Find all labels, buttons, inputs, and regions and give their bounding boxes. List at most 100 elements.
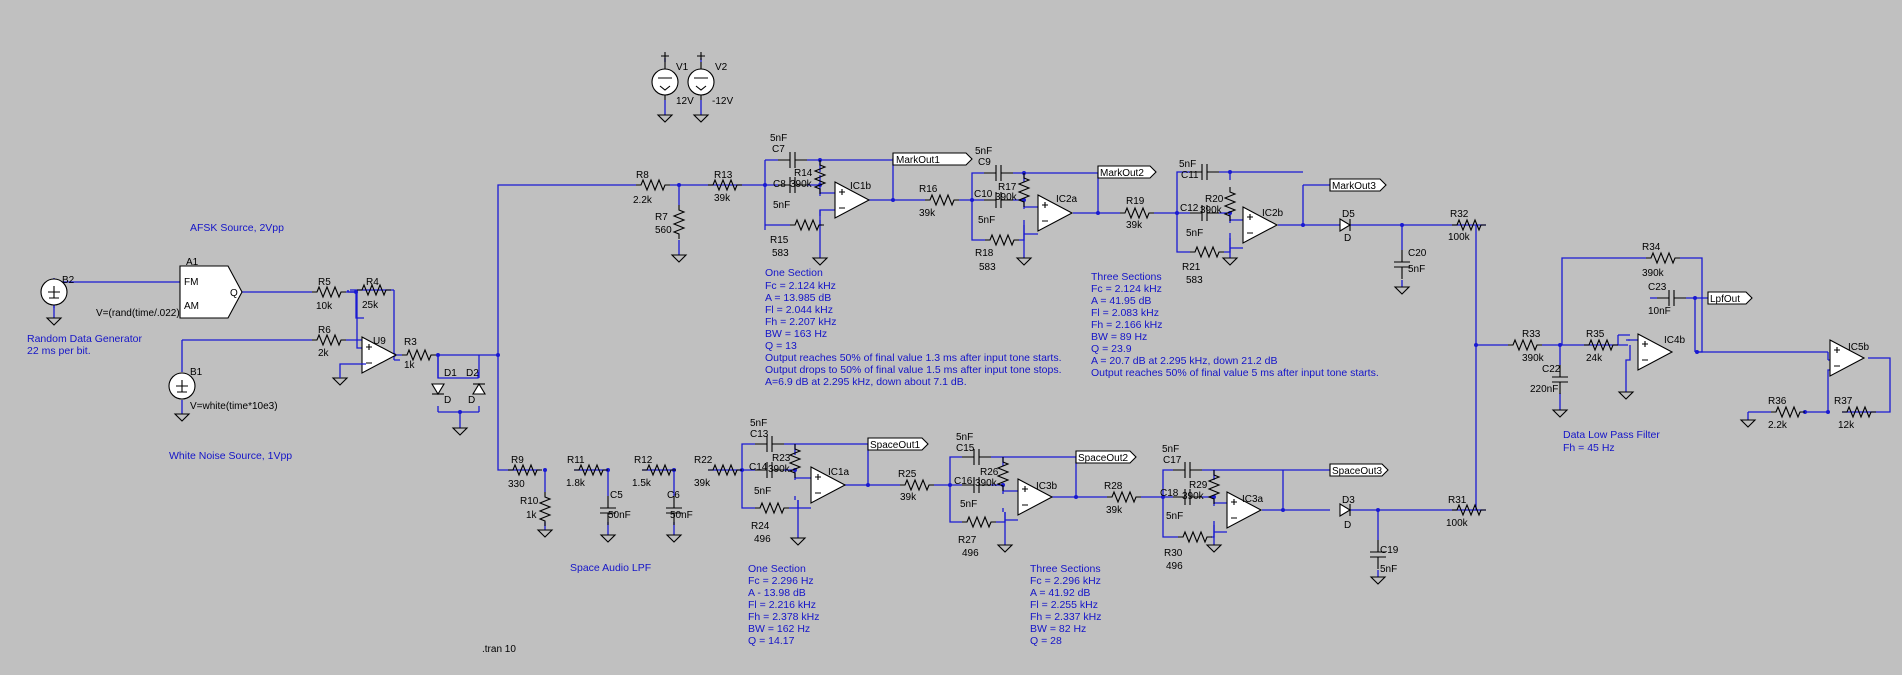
svg-text:C23: C23	[1648, 282, 1667, 293]
r17[interactable]: R17 390k	[995, 172, 1030, 208]
b1-source[interactable]: B1 V=white(time*10e3)	[168, 367, 278, 422]
r8[interactable]: R8 2.2k	[633, 170, 671, 206]
c9[interactable]: 5nF C9	[975, 146, 1014, 182]
r15[interactable]: R15 583	[770, 219, 825, 259]
r24[interactable]: R24 496	[751, 502, 790, 545]
svg-text:R14: R14	[794, 168, 813, 179]
net-label-markout1[interactable]: MarkOut1	[892, 152, 973, 166]
ic2a[interactable]: IC2a	[1037, 194, 1078, 232]
svg-text:SpaceOut1: SpaceOut1	[870, 440, 920, 451]
ic2b[interactable]: IC2b	[1242, 206, 1284, 244]
r6[interactable]: R6 2k	[311, 325, 347, 359]
c17[interactable]: 5nF C17	[1162, 444, 1203, 479]
r28[interactable]: R28 39k	[1104, 481, 1142, 516]
d5[interactable]: D5 D	[1339, 209, 1355, 244]
svg-text:C10: C10	[974, 189, 993, 200]
c18[interactable]: C18 5nF	[1160, 488, 1203, 522]
r3[interactable]: R3 1k	[401, 337, 437, 371]
svg-text:39k: 39k	[919, 208, 936, 219]
r12[interactable]: R12 1.5k	[632, 455, 677, 489]
c20[interactable]: C20 5nF	[1393, 248, 1427, 280]
svg-text:Fc = 2.124 kHz: Fc = 2.124 kHz	[765, 280, 836, 292]
c14[interactable]: C14 5nF	[749, 461, 785, 497]
r4[interactable]: R4 25k	[356, 277, 392, 311]
d1[interactable]: D1 D	[431, 368, 457, 406]
net-label-markout2[interactable]: MarkOut2	[1097, 165, 1157, 179]
c23[interactable]: C23 10nF	[1648, 282, 1687, 317]
r25[interactable]: R25 39k	[898, 469, 935, 503]
r31[interactable]: R31 100k	[1446, 495, 1487, 529]
c8[interactable]: C8 5nF	[773, 176, 808, 211]
r26[interactable]: R26 390k	[975, 456, 1009, 492]
c15[interactable]: 5nF C15	[956, 432, 992, 466]
r5[interactable]: R5 10k	[311, 277, 347, 312]
r11[interactable]: R11 1.8k	[566, 455, 609, 489]
r33[interactable]: R33 390k	[1507, 329, 1545, 364]
c7[interactable]: 5nF C7	[770, 133, 808, 169]
svg-text:R8: R8	[636, 170, 649, 181]
c6[interactable]: C6 50nF	[665, 490, 693, 526]
note-random-2: 22 ms per bit.	[27, 345, 91, 357]
ic3a[interactable]: IC3a	[1226, 491, 1264, 529]
svg-text:R5: R5	[318, 277, 331, 288]
net-label-spaceout2[interactable]: SpaceOut2	[1075, 450, 1137, 464]
r10[interactable]: R10 1k	[520, 491, 551, 527]
r18[interactable]: R18 583	[975, 234, 1020, 273]
svg-text:39k: 39k	[900, 492, 917, 503]
d3[interactable]: D3 D	[1339, 495, 1355, 531]
ic3b[interactable]: IC3b	[1017, 478, 1058, 516]
d2[interactable]: D2 D	[466, 368, 486, 406]
c5[interactable]: C5 50nF	[599, 490, 631, 526]
r37[interactable]: R37 12k	[1834, 396, 1877, 431]
r22[interactable]: R22 39k	[694, 455, 743, 489]
r13[interactable]: R13 39k	[707, 170, 743, 204]
r21[interactable]: R21 583	[1182, 246, 1225, 286]
svg-text:5nF: 5nF	[1162, 444, 1179, 455]
r9[interactable]: R9 330	[507, 455, 543, 490]
net-label-lpfout[interactable]: LpfOut	[1707, 291, 1753, 305]
c13[interactable]: 5nF C13	[750, 418, 785, 453]
r20[interactable]: R20 390k	[1200, 186, 1236, 222]
svg-text:R18: R18	[975, 248, 994, 259]
c10[interactable]: C10 5nF	[974, 189, 1014, 226]
svg-text:Fh = 45 Hz: Fh = 45 Hz	[1563, 442, 1615, 454]
svg-text:390k: 390k	[1182, 491, 1205, 502]
ic5b[interactable]: IC5b	[1829, 339, 1870, 377]
c11[interactable]: 5nF C11	[1179, 159, 1220, 181]
b1-name: B1	[190, 367, 203, 378]
svg-text:R12: R12	[634, 455, 653, 466]
a1-modulator[interactable]: A1 FM AM Q	[179, 257, 243, 319]
svg-text:5nF: 5nF	[1186, 228, 1203, 239]
c19[interactable]: C19 5nF	[1369, 539, 1399, 575]
r27[interactable]: R27 496	[958, 516, 997, 559]
v2-source[interactable]: V2 -12V	[687, 52, 733, 123]
r19[interactable]: R19 39k	[1119, 196, 1155, 231]
svg-text:C17: C17	[1163, 455, 1182, 466]
b2-source[interactable]: B2 V=(rand(time/.022) >=.5)	[40, 275, 206, 326]
v1-source[interactable]: V1 12V	[651, 52, 694, 123]
ic4b[interactable]: IC4b	[1637, 333, 1686, 371]
net-label-spaceout1[interactable]: SpaceOut1	[867, 437, 929, 451]
r36[interactable]: R36 2.2k	[1768, 396, 1806, 431]
r14[interactable]: R14 390k	[790, 159, 826, 195]
ic1b[interactable]: IC1b	[834, 181, 872, 219]
u9[interactable]: U9	[332, 336, 397, 386]
c12[interactable]: C12 5nF	[1180, 203, 1220, 239]
ic1a[interactable]: IC1a	[810, 466, 850, 504]
r35[interactable]: R35 24k	[1583, 329, 1619, 364]
r23[interactable]: R23 390k	[768, 443, 801, 479]
r34[interactable]: R34 390k	[1642, 242, 1681, 279]
r7[interactable]: R7 560	[655, 204, 685, 240]
r30[interactable]: R30 496	[1164, 531, 1213, 572]
r32[interactable]: R32 100k	[1448, 209, 1487, 243]
r16[interactable]: R16 39k	[919, 184, 960, 219]
net-label-spaceout3[interactable]: SpaceOut3	[1329, 463, 1389, 477]
tran-directive[interactable]: .tran 10	[482, 644, 516, 655]
c22[interactable]: C22 220nF	[1530, 364, 1569, 395]
svg-text:R7: R7	[655, 212, 668, 223]
r29[interactable]: R29 390k	[1182, 469, 1220, 505]
c16[interactable]: C16 5nF	[954, 476, 992, 510]
net-label-markout3[interactable]: MarkOut3	[1329, 178, 1387, 192]
